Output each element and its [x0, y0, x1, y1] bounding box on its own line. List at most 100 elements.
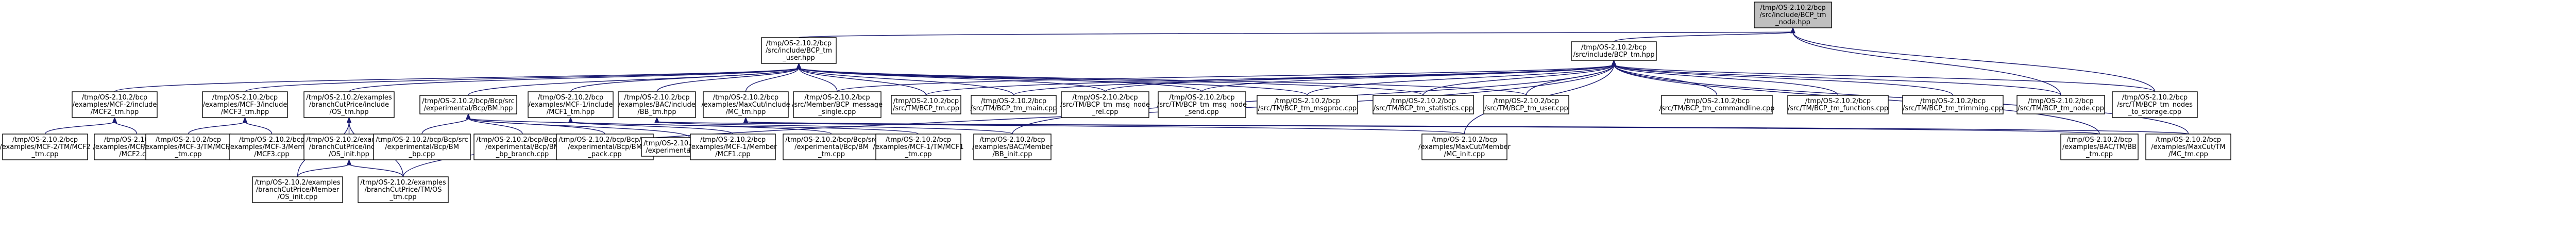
- node-label-line: /examples/MaxCut/Member: [1418, 143, 1511, 151]
- node-label-line: /src/TM/BCP_tm_node.cpp: [2018, 105, 2104, 112]
- node-label-line: /tmp/OS-2.10.2/bcp: [1805, 97, 1871, 105]
- node-label-line: /tmp/OS-2.10.2/bcp/Bcp/src: [476, 136, 568, 144]
- graph-node[interactable]: /tmp/OS-2.10.2/bcp/examples/MCF-1/includ…: [528, 91, 614, 118]
- node-box: [761, 37, 837, 64]
- dependency-edge: [421, 113, 471, 135]
- node-box: [1902, 95, 2004, 114]
- node-label-line: /tmp/OS-2.10.2/bcp: [1169, 94, 1234, 102]
- node-label-line: /src/TM/BCP_tm_msg_node: [1157, 101, 1247, 109]
- node-label-line: /tmp/OS-2.10.2/bcp/Bcp/src: [558, 136, 651, 144]
- node-box: [1372, 95, 1474, 114]
- node-box: [528, 91, 614, 118]
- node-label-line: /OS_tm.hpp: [329, 108, 368, 116]
- graph-node[interactable]: /tmp/OS-2.10.2/bcp/src/TM/BCP_tm_node.cp…: [2016, 95, 2105, 114]
- dependency-edge: [112, 117, 138, 135]
- node-box: [783, 134, 880, 160]
- graph-node[interactable]: /tmp/OS-2.10.2/examples/branchCutPrice/i…: [303, 91, 395, 118]
- graph-node[interactable]: /tmp/OS-2.10.2/bcp/examples/BAC/TM/BB_tm…: [2060, 134, 2139, 160]
- graph-node[interactable]: /tmp/OS-2.10.2/bcp/src/TM/BCP_tm_msg_nod…: [1157, 91, 1247, 118]
- graph-node[interactable]: /tmp/OS-2.10.2/bcp/src/include/BCP_tm_us…: [761, 37, 837, 64]
- node-label-line: /examples/MaxCut/TM: [2151, 143, 2225, 151]
- node-label-line: /tmp/OS-2.10.2/bcp: [2028, 97, 2093, 105]
- node-label-line: /MCF1_tm.hpp: [547, 108, 595, 116]
- dependency-edge: [242, 117, 273, 135]
- graph-nodes: /tmp/OS-2.10.2/bcp/src/include/BCP_tm_no…: [0, 2, 2231, 203]
- node-box: [1661, 95, 1773, 114]
- node-label-line: _bp_branch.cpp: [496, 151, 549, 158]
- dependency-edge: [1611, 59, 2061, 96]
- graph-node[interactable]: /tmp/OS-2.10.2/bcp/examples/MaxCut/Membe…: [1418, 134, 1511, 160]
- node-box: [1421, 134, 1507, 160]
- graph-node[interactable]: /tmp/OS-2.10.2/bcp/Bcp/src/experimental/…: [783, 134, 880, 160]
- node-label-line: _user.hpp: [782, 54, 815, 62]
- graph-node[interactable]: /tmp/OS-2.10.2/bcp/src/TM/BCP_tm_msgproc…: [1257, 95, 1358, 114]
- graph-node[interactable]: /tmp/OS-2.10.2/bcp/src/TM/BCP_tm_statist…: [1372, 95, 1474, 114]
- node-label-line: /examples/BAC/include: [618, 101, 696, 109]
- graph-node[interactable]: /tmp/OS-2.10.2/bcp/examples/MCF-2/TM/MCF…: [0, 134, 91, 160]
- graph-node[interactable]: /tmp/OS-2.10.2/bcp/src/TM/BCP_tm_functio…: [1787, 95, 1889, 114]
- graph-node[interactable]: /tmp/OS-2.10.2/examples/branchCutPrice/M…: [252, 176, 343, 203]
- node-label-line: /MCF3_tm.hpp: [221, 108, 269, 116]
- graph-node[interactable]: /tmp/OS-2.10.2/bcp/examples/BAC/Member/B…: [972, 134, 1053, 160]
- node-label-line: /tmp/OS-2.10.2/bcp: [1072, 94, 1138, 102]
- graph-node[interactable]: /tmp/OS-2.10.2/bcp/examples/MCF-3/TM/MCF…: [143, 134, 234, 160]
- graph-node[interactable]: /tmp/OS-2.10.2/bcp/src/TM/BCP_tm.cpp: [891, 95, 961, 114]
- graph-node[interactable]: /tmp/OS-2.10.2/bcp/src/TM/BCP_tm_nodes_t…: [2112, 91, 2198, 118]
- node-label-line: /OS_init.hpp: [329, 151, 369, 158]
- graph-node[interactable]: /tmp/OS-2.10.2/bcp/src/TM/BCP_tm_user.cp…: [1483, 95, 1569, 114]
- graph-node[interactable]: /tmp/OS-2.10.2/bcp/examples/MCF-1/TM/MCF…: [873, 134, 964, 160]
- node-label-line: /branchCutPrice/Member: [256, 186, 340, 194]
- node-label-line: /tmp/OS-2.10.2/bcp: [713, 94, 778, 102]
- graph-node-root[interactable]: /tmp/OS-2.10.2/bcp/src/include/BCP_tm_no…: [1754, 2, 1832, 28]
- node-label-line: /tmp/OS-2.10.2/bcp: [2156, 136, 2221, 144]
- graph-node[interactable]: /tmp/OS-2.10.2/bcp/Bcp/src/experimental/…: [473, 134, 571, 160]
- node-label-line: /experimental/Bcp/BM: [485, 143, 560, 151]
- node-label-line: /tmp/OS-2.10.2/bcp: [156, 136, 221, 144]
- node-box: [556, 134, 654, 160]
- graph-node[interactable]: /tmp/OS-2.10.2/bcp/examples/MaxCut/TM/MC…: [2145, 134, 2231, 160]
- node-label-line: _tm.cpp: [389, 193, 416, 201]
- graph-node[interactable]: /tmp/OS-2.10.2/bcp/examples/MCF-3/Member…: [228, 134, 316, 160]
- node-label-line: _pack.cpp: [587, 151, 621, 158]
- node-label-line: _bp.cpp: [409, 151, 435, 158]
- graph-node[interactable]: /tmp/OS-2.10.2/examples/branchCutPrice/T…: [358, 176, 449, 203]
- node-box: [973, 134, 1052, 160]
- graph-node[interactable]: /tmp/OS-2.10.2/bcp/src/TM/BCP_tm_trimmin…: [1902, 95, 2004, 114]
- graph-node[interactable]: /tmp/OS-2.10.2/bcp/src/TM/BCP_tm_command…: [1659, 95, 1775, 114]
- node-label-line: /branchCutPrice/TM/OS: [364, 186, 442, 194]
- node-box: [229, 134, 315, 160]
- node-label-line: /src/TM/BCP_tm_msg_node: [1060, 101, 1150, 109]
- node-label-line: /BB_init.cpp: [992, 151, 1032, 158]
- graph-node[interactable]: /tmp/OS-2.10.2/bcp/Bcp/src/experimental/…: [373, 134, 471, 160]
- dependency-edge: [745, 62, 802, 92]
- node-label-line: /tmp/OS-2.10.2/bcp: [212, 94, 278, 102]
- node-label-line: /tmp/OS-2.10.2/bcp/Bcp/src: [422, 97, 514, 105]
- graph-node[interactable]: /tmp/OS-2.10.2/bcp/examples/MaxCut/inclu…: [701, 91, 790, 118]
- node-label-line: /MC_init.cpp: [1444, 151, 1485, 158]
- node-box: [1483, 95, 1569, 114]
- graph-node[interactable]: /tmp/OS-2.10.2/bcp/src/TM/BCP_tm_msg_nod…: [1060, 91, 1150, 118]
- node-label-line: /tmp/OS-2.10.2/bcp: [979, 136, 1045, 144]
- graph-node[interactable]: /tmp/OS-2.10.2/bcp/src/include/BCP_tm.hp…: [1571, 41, 1657, 61]
- graph-node[interactable]: /tmp/OS-2.10.2/bcp/examples/BAC/include/…: [618, 91, 696, 118]
- graph-node[interactable]: /tmp/OS-2.10.2/bcp/src/Member/BCP_messag…: [792, 91, 883, 118]
- graph-node[interactable]: /tmp/OS-2.10.2/bcp/Bcp/src/experimental/…: [419, 95, 517, 114]
- node-label-line: /tmp/OS-2.10.2/bcp: [893, 97, 959, 105]
- dependency-edge: [1613, 27, 1795, 42]
- graph-node[interactable]: /tmp/OS-2.10.2/bcp/examples/MCF-2/includ…: [72, 91, 158, 118]
- node-label-line: /tmp/OS-2.10.2/bcp: [1275, 97, 1340, 105]
- dependency-edge: [1790, 27, 2156, 92]
- graph-node[interactable]: /tmp/OS-2.10.2/bcp/examples/MCF-3/includ…: [202, 91, 288, 118]
- node-box: [473, 134, 571, 160]
- node-label-line: /tmp/OS-2.10.2/bcp: [766, 40, 832, 47]
- graph-node[interactable]: /tmp/OS-2.10.2/bcp/Bcp/src/experimental/…: [556, 134, 654, 160]
- dependency-edge: [244, 62, 802, 92]
- dependency-edge: [297, 159, 352, 177]
- node-label-line: /examples/MaxCut/include: [701, 101, 790, 109]
- graph-node[interactable]: /tmp/OS-2.10.2/bcp/src/TM/BCP_tm_main.cp…: [971, 95, 1057, 114]
- graph-node[interactable]: /tmp/OS-2.10.2/bcp/examples/MCF-1/Member…: [689, 134, 777, 160]
- node-label-line: /src/TM/BCP_tm_nodes: [2117, 101, 2193, 109]
- node-box: [1754, 2, 1832, 28]
- node-label-line: /tmp/OS-2.10.2/bcp: [82, 94, 147, 102]
- node-box: [2145, 134, 2231, 160]
